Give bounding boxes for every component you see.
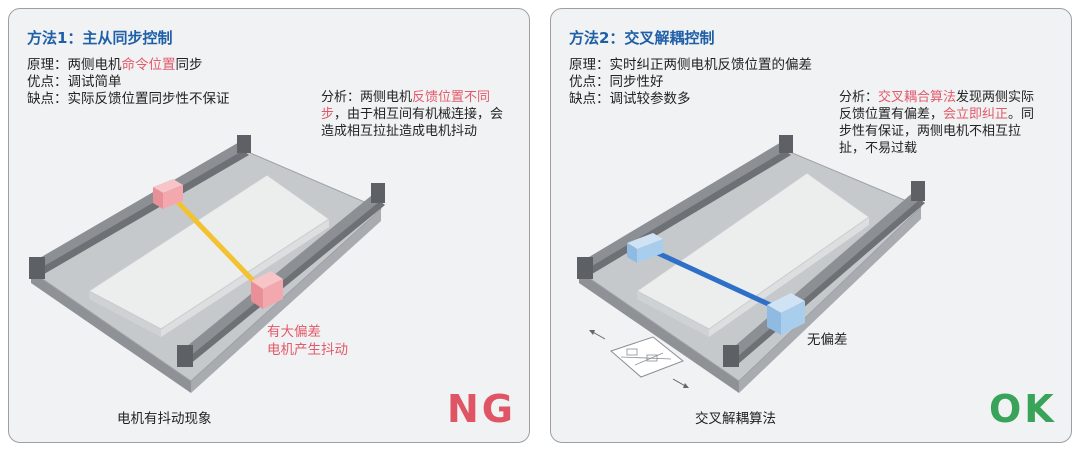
cons-line: 缺点：调试较参数多 <box>569 91 691 107</box>
analysis-highlight: 交叉耦合算法 <box>878 90 957 105</box>
principle-line: 原理：实时纠正两侧电机反馈位置的偏差 <box>569 57 812 73</box>
analysis-text-b: 发现两侧实际反馈位置有偏差， <box>839 90 1035 122</box>
slider-back <box>153 179 183 209</box>
corner-block <box>29 257 45 279</box>
back-rail <box>31 149 249 277</box>
analysis-text-a: 分析：两侧电机 <box>321 90 413 105</box>
worktable-top <box>88 174 330 330</box>
gantry-link <box>647 246 781 312</box>
worktable-side <box>637 291 709 337</box>
slider-front <box>251 271 283 309</box>
corner-block <box>911 181 925 201</box>
control-block-diagram-icon <box>610 336 684 378</box>
base-plate-side <box>579 271 739 393</box>
corner-block <box>177 345 193 367</box>
scene-caption: 交叉解耦算法 <box>695 411 776 427</box>
gantry-illustration <box>577 135 925 393</box>
base-plate-front <box>191 209 381 393</box>
deviation-note: 有大偏差 电机产生抖动 <box>267 323 348 359</box>
principle-label: 原理： <box>27 57 68 73</box>
worktable-front <box>161 219 329 337</box>
slider-front <box>767 293 805 335</box>
analysis-highlight: 会立即纠正 <box>943 107 1009 122</box>
base-plate-side <box>31 271 191 393</box>
principle-highlight: 命令位置 <box>121 57 176 73</box>
corner-block <box>577 257 593 279</box>
slider-back <box>627 233 663 263</box>
note-line: 电机产生抖动 <box>267 342 348 358</box>
worktable-front <box>709 217 869 337</box>
panel-title: 方法1：主从同步控制 <box>27 29 173 47</box>
motion-arrow-icon <box>589 330 689 388</box>
cons-line: 缺点：实际反馈位置同步性不保证 <box>27 91 230 107</box>
worktable-side <box>89 291 161 337</box>
worktable-top <box>636 172 870 330</box>
note-line: 有大偏差 <box>267 324 321 340</box>
panel-cross-coupling: 方法2：交叉解耦控制 原理：实时纠正两侧电机反馈位置的偏差 优点：同步性好 缺点… <box>550 8 1072 443</box>
back-rail-top <box>31 141 249 269</box>
no-deviation-note: 无偏差 <box>807 332 848 348</box>
back-rail-top <box>579 141 791 269</box>
front-rail-top <box>181 191 385 357</box>
principle-text-end: 同步 <box>175 57 203 73</box>
analysis-text: 分析：两侧电机反馈位置不同步，由于相互间有机械连接，会造成相互拉扯造成电机抖动 <box>321 89 511 140</box>
principle-line: 原理：两侧电机命令位置同步 <box>27 57 230 74</box>
verdict-ok: OK <box>989 387 1057 431</box>
analysis-highlight: 反馈位置不同步 <box>321 90 491 122</box>
corner-block <box>779 135 793 153</box>
corner-block <box>723 345 739 367</box>
pros-line: 优点：调试简单 <box>27 74 122 90</box>
pros-line: 优点：同步性好 <box>569 74 664 90</box>
base-plate-front <box>739 207 921 393</box>
method-description: 原理：实时纠正两侧电机反馈位置的偏差 优点：同步性好 缺点：调试较参数多 <box>569 57 812 108</box>
analysis-text-c: 。同步性有保证，两侧电机不相互拉扯，不易过载 <box>839 107 1035 156</box>
gantry-illustration <box>29 135 385 393</box>
corner-block <box>371 183 385 203</box>
principle-text: 两侧电机 <box>67 57 122 73</box>
analysis-text: 分析：交叉耦合算法发现两侧实际反馈位置有偏差，会立即纠正。同步性有保证，两侧电机… <box>839 89 1035 157</box>
gantry-link <box>169 193 265 293</box>
analysis-text-b: ，由于相互间有机械连接，会造成相互拉扯造成电机抖动 <box>321 107 504 139</box>
corner-block <box>237 135 251 153</box>
scene-caption: 电机有抖动现象 <box>117 411 212 427</box>
analysis-text-a: 分析： <box>839 90 879 105</box>
panel-title: 方法2：交叉解耦控制 <box>569 29 715 47</box>
panel-master-slave: 方法1：主从同步控制 原理：两侧电机命令位置同步 优点：调试简单 缺点：实际反馈… <box>8 8 530 443</box>
method-description: 原理：两侧电机命令位置同步 优点：调试简单 缺点：实际反馈位置同步性不保证 <box>27 57 230 108</box>
verdict-ng: NG <box>447 387 516 431</box>
